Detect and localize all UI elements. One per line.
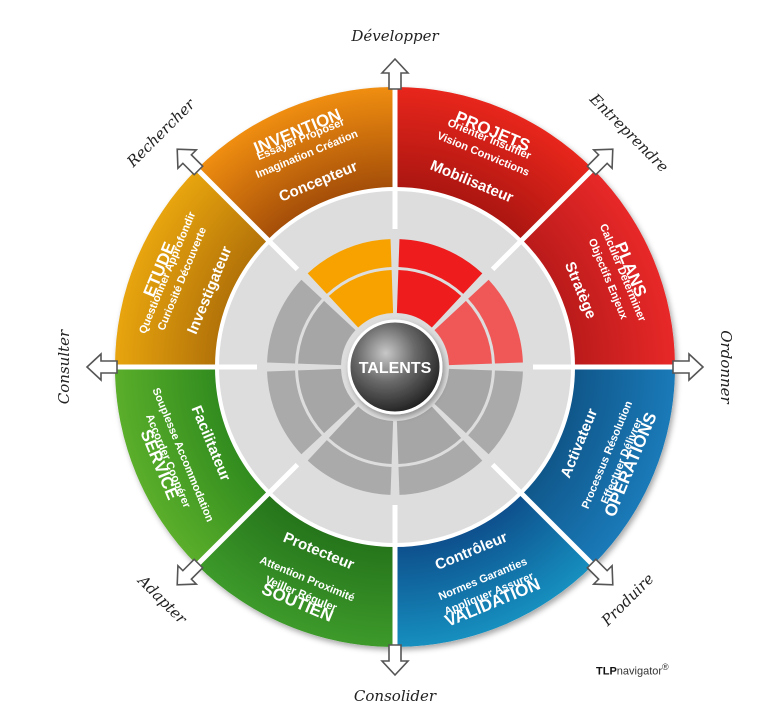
inner-outer-service: [267, 370, 322, 455]
verb-ordonner: Ordonner: [717, 330, 735, 404]
arrow-3: [586, 558, 614, 586]
inner-segments: [267, 239, 523, 495]
sector-soutien[interactable]: [197, 492, 395, 647]
arrow-icon: [586, 148, 614, 176]
inner-outer-operations: [468, 370, 523, 455]
divider-line: [193, 462, 300, 569]
arrow-icon: [380, 644, 410, 677]
arrow-icon: [85, 352, 118, 382]
sector-projets[interactable]: [395, 87, 593, 242]
sector-etude[interactable]: [115, 169, 270, 367]
brand-rest: navigator: [616, 665, 663, 678]
ring-inner-edge: [215, 187, 575, 547]
arrow-0: [380, 57, 410, 90]
arrow-2: [672, 352, 705, 382]
arrow-7: [176, 148, 204, 176]
verb-consulter: Consulter: [55, 329, 73, 404]
verb-développer: Développer: [350, 27, 439, 45]
arrow-icon: [176, 558, 204, 586]
divider-line: [193, 165, 300, 272]
sector-service[interactable]: [115, 367, 270, 565]
inner-outer-etude: [267, 279, 322, 364]
inner-core-soutien: [328, 406, 394, 464]
brand-strong: TLP: [596, 665, 617, 678]
arrow-icon: [672, 352, 705, 382]
arrow-icon: [586, 558, 614, 586]
inner-core-operations: [434, 368, 492, 434]
sector-invention[interactable]: [197, 87, 395, 242]
sector-plans[interactable]: [520, 169, 676, 367]
inner-outer-soutien: [307, 440, 392, 495]
arrow-1: [586, 148, 614, 176]
sector-validation[interactable]: [395, 492, 593, 647]
inner-outer-validation: [398, 440, 483, 495]
center-label: TALENTS: [359, 360, 432, 377]
center-disc[interactable]: TALENTS: [347, 319, 443, 415]
ring-dividers: [113, 85, 677, 649]
arrow-4: [380, 644, 410, 677]
brand-mark: ®: [662, 662, 669, 672]
sector-operations[interactable]: [520, 367, 676, 565]
inner-core-etude: [298, 300, 356, 366]
arrow-5: [176, 558, 204, 586]
inner-outer-plans: [468, 279, 523, 364]
divider-line: [490, 165, 597, 272]
inner-outer-projets: [398, 239, 483, 294]
arrow-icon: [176, 148, 204, 176]
verb-consolider: Consolider: [354, 687, 437, 705]
inner-core-validation: [396, 406, 462, 464]
direction-arrows: [85, 57, 705, 677]
divider-line: [490, 462, 597, 569]
inner-core-invention: [328, 270, 394, 328]
arrow-icon: [380, 57, 410, 90]
arrow-6: [85, 352, 118, 382]
inner-outer-invention: [307, 239, 392, 294]
inner-core-projets: [396, 270, 462, 328]
inner-core-service: [298, 368, 356, 434]
tlp-navigator-logo: TLPnavigator®: [596, 662, 669, 678]
inner-core-plans: [434, 300, 492, 366]
